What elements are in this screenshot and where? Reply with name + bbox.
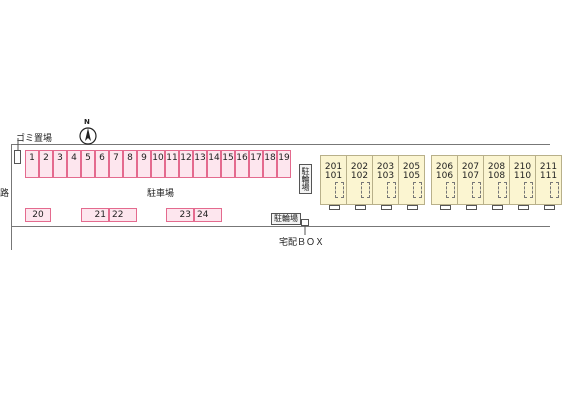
unit-number-lower: 111 (539, 171, 558, 181)
road-label: 路 (0, 189, 10, 199)
stair-outline (446, 182, 455, 198)
road-boundary (11, 144, 12, 250)
unit-number-lower: 110 (513, 171, 532, 181)
entrance-step (544, 205, 555, 210)
stair-outline (472, 182, 481, 198)
site-boundary-bottom (12, 226, 550, 227)
parking-space-24: 24 (194, 208, 222, 222)
garbage-leader-line (17, 138, 19, 150)
parking-space-14: 14 (207, 150, 221, 178)
parking-space-18: 18 (263, 150, 277, 178)
entrance-step (492, 205, 503, 210)
parking-space-20: 20 (25, 208, 51, 222)
stair-outline (413, 182, 422, 198)
garbage-area-label: ゴミ置場 (16, 134, 53, 144)
parking-space-23: 23 (166, 208, 194, 222)
entrance-step (407, 205, 418, 210)
parking-space-11: 11 (165, 150, 179, 178)
parking-space-13: 13 (193, 150, 207, 178)
stair-outline (498, 182, 507, 198)
delivery-box (301, 219, 309, 226)
unit-number-upper: 202 (350, 162, 369, 172)
parking-space-2: 2 (39, 150, 53, 178)
stair-outline (550, 182, 559, 198)
site-boundary-top (12, 144, 550, 145)
parking-label: 駐車場 (147, 189, 175, 199)
entrance-step (381, 205, 392, 210)
parking-space-15: 15 (221, 150, 235, 178)
unit-number-upper: 203 (376, 162, 395, 172)
parking-space-17: 17 (249, 150, 263, 178)
stair-outline (524, 182, 533, 198)
parking-space-19: 19 (277, 150, 291, 178)
entrance-step (355, 205, 366, 210)
unit-number-upper: 206 (435, 162, 454, 172)
unit-number-lower: 103 (376, 171, 395, 181)
delivery-box-label: 宅配ＢＯＸ (279, 238, 325, 248)
parking-space-8: 8 (123, 150, 137, 178)
entrance-step (518, 205, 529, 210)
parking-space-7: 7 (109, 150, 123, 178)
parking-space-22: 22 (109, 208, 137, 222)
stair-outline (387, 182, 396, 198)
unit-number-lower: 105 (402, 171, 421, 181)
parking-space-9: 9 (137, 150, 151, 178)
parking-space-10: 10 (151, 150, 165, 178)
parking-space-21: 21 (81, 208, 109, 222)
unit-number-lower: 102 (350, 171, 369, 181)
parking-space-6: 6 (95, 150, 109, 178)
unit-number-upper: 210 (513, 162, 532, 172)
stair-outline (335, 182, 344, 198)
unit-number-lower: 101 (324, 171, 343, 181)
parking-space-3: 3 (53, 150, 67, 178)
unit-number-upper: 211 (539, 162, 558, 172)
parking-space-16: 16 (235, 150, 249, 178)
bike-parking-vertical: 駐輪場 (299, 164, 312, 194)
delivery-box-leader-line (304, 226, 306, 235)
unit-number-upper: 205 (402, 162, 421, 172)
unit-number-upper: 207 (461, 162, 480, 172)
parking-space-5: 5 (81, 150, 95, 178)
entrance-step (329, 205, 340, 210)
unit-number-upper: 201 (324, 162, 343, 172)
compass-icon (79, 127, 97, 145)
unit-number-upper: 208 (487, 162, 506, 172)
stair-outline (361, 182, 370, 198)
north-compass: N (78, 118, 98, 146)
parking-space-12: 12 (179, 150, 193, 178)
entrance-step (440, 205, 451, 210)
unit-number-lower: 107 (461, 171, 480, 181)
north-label: N (84, 118, 90, 126)
parking-space-1: 1 (25, 150, 39, 178)
bike-parking-horizontal: 駐輪場 (271, 213, 301, 225)
parking-space-4: 4 (67, 150, 81, 178)
unit-number-lower: 106 (435, 171, 454, 181)
unit-number-lower: 108 (487, 171, 506, 181)
garbage-area (14, 150, 21, 164)
entrance-step (466, 205, 477, 210)
